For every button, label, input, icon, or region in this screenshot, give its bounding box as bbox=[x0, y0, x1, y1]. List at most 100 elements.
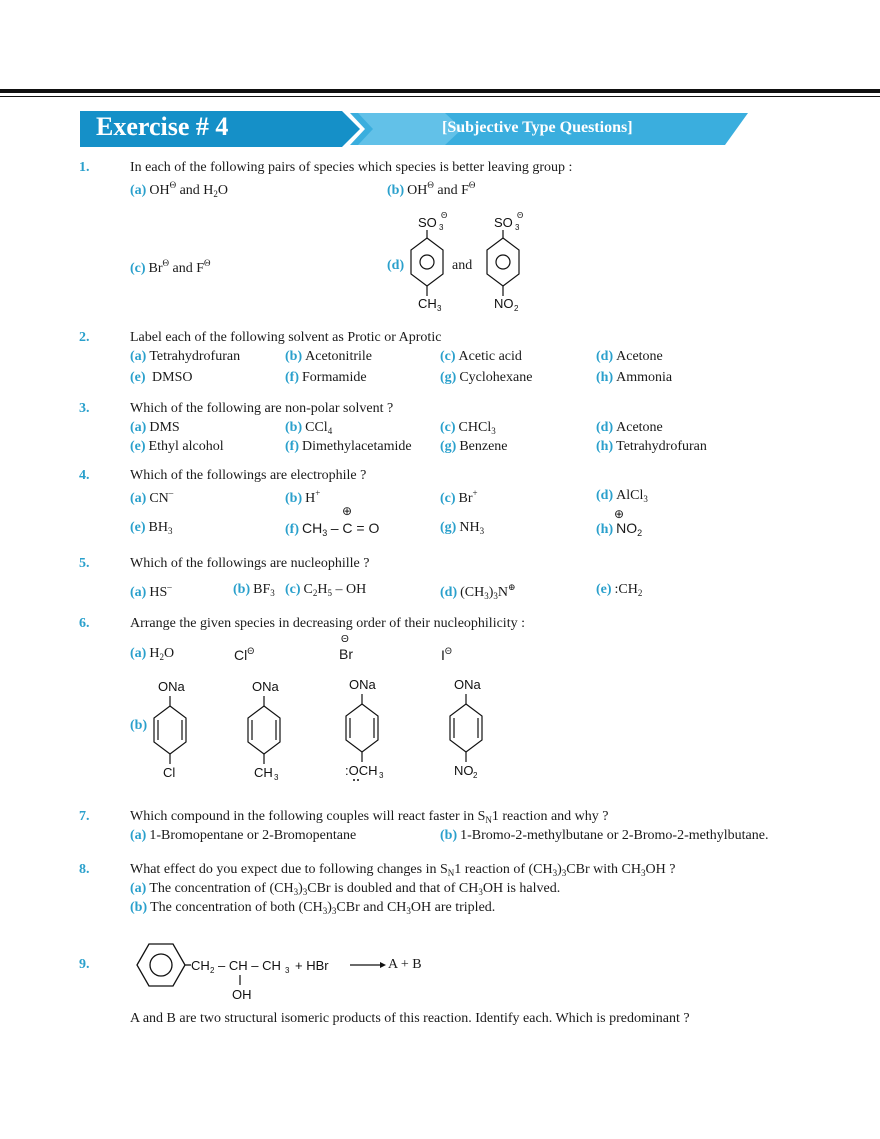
option-g: (g)NH3 bbox=[440, 520, 485, 536]
option-b: (b)BF3 bbox=[233, 582, 275, 598]
question-text: Label each of the following solvent as P… bbox=[130, 330, 442, 345]
option-e: (e)Ethyl alcohol bbox=[130, 439, 224, 454]
option-d-label: (d) bbox=[387, 258, 405, 273]
svg-text:3: 3 bbox=[379, 771, 384, 780]
option-f: (f)CH3 – C = O bbox=[285, 520, 380, 538]
svg-text:Θ: Θ bbox=[441, 211, 447, 220]
question-text: A and B are two structural isomeric prod… bbox=[130, 1011, 690, 1026]
svg-text:ONa: ONa bbox=[158, 679, 186, 694]
option-d: (d)Acetone bbox=[596, 349, 663, 364]
question-text: Which of the following are non-polar sol… bbox=[130, 401, 394, 416]
svg-text:NO: NO bbox=[454, 763, 474, 778]
p-methylphenoxide-structure: ONa CH 3 bbox=[247, 679, 281, 782]
question-number: 1. bbox=[79, 160, 90, 175]
benzene-ring bbox=[136, 943, 186, 987]
svg-text::OCH: :OCH bbox=[345, 763, 378, 778]
option-c: (c)CHCl3 bbox=[440, 420, 496, 436]
p-nitrophenoxide-structure: ONa NO 2 bbox=[449, 677, 483, 780]
acylium-charge: ⊕ bbox=[342, 504, 353, 518]
nitrobenzenesulfonate-structure: SO 3 Θ NO 2 bbox=[486, 211, 523, 313]
option-g: (g)Benzene bbox=[440, 439, 508, 454]
svg-text:CH: CH bbox=[418, 296, 437, 311]
option-a: (a)CN– bbox=[130, 488, 174, 506]
iodide-ion: IΘ bbox=[441, 646, 452, 663]
option-h: (h)NO2 bbox=[596, 520, 643, 538]
svg-text:Θ: Θ bbox=[517, 211, 523, 220]
option-f: (f)Formamide bbox=[285, 370, 367, 385]
svg-text:CH: CH bbox=[191, 958, 210, 973]
p-chlorophenoxide-structure: ONa Cl bbox=[153, 679, 187, 780]
option-d-and: and bbox=[452, 258, 473, 273]
option-c: (c)BrΘ and FΘ bbox=[130, 258, 211, 276]
option-c: (c)C2H5 – OH bbox=[285, 582, 367, 598]
question-text: Which compound in the following couples … bbox=[130, 809, 609, 825]
option-a: (a)OHΘ and H2O bbox=[130, 180, 229, 199]
option-a: (a)1-Bromopentane or 2-Bromopentane bbox=[130, 828, 357, 843]
nitronium-charge: ⊕ bbox=[614, 507, 625, 521]
option-a: (a)The concentration of (CH3)3CBr is dou… bbox=[130, 881, 561, 897]
top-rule-thin bbox=[0, 96, 880, 97]
svg-text:ONa: ONa bbox=[454, 677, 482, 692]
question-number: 8. bbox=[79, 862, 90, 877]
bromide-ion: Br bbox=[339, 646, 353, 662]
option-e: (e) DMSO bbox=[130, 370, 193, 385]
svg-text:Cl: Cl bbox=[163, 765, 175, 780]
question-number: 2. bbox=[79, 330, 90, 345]
svg-text:– CH – CH: – CH – CH bbox=[218, 958, 281, 973]
svg-text:3: 3 bbox=[515, 223, 520, 232]
option-f: (f)Dimethylacetamide bbox=[285, 439, 412, 454]
option-a: (a)HS– bbox=[130, 582, 172, 600]
option-b-label: (b) bbox=[130, 718, 148, 733]
phenoxide-structures: ONa Cl ONa CH 3 ONa :OCH 3 ONa NO bbox=[153, 677, 483, 782]
benzene-sulfonate-structures: SO 3 Θ CH 3 SO 3 Θ NO 2 bbox=[410, 211, 523, 313]
svg-text:2: 2 bbox=[210, 966, 215, 975]
question-number: 6. bbox=[79, 616, 90, 631]
option-g: (g)Cyclohexane bbox=[440, 370, 533, 385]
question-number: 4. bbox=[79, 468, 90, 483]
question-text: Arrange the given species in decreasing … bbox=[130, 616, 525, 631]
question-text: Which of the followings are electrophile… bbox=[130, 468, 367, 483]
svg-text:SO: SO bbox=[494, 215, 513, 230]
option-b: (b)1-Bromo-2-methylbutane or 2-Bromo-2-m… bbox=[440, 828, 769, 843]
svg-text:ONa: ONa bbox=[349, 677, 377, 692]
exercise-banner: Exercise # 4 [Subjective Type Questions] bbox=[80, 111, 750, 147]
svg-text:NO: NO bbox=[494, 296, 514, 311]
option-a: (a)H2O bbox=[130, 646, 175, 662]
page-title: Exercise # 4 bbox=[96, 112, 229, 141]
question-number: 3. bbox=[79, 401, 90, 416]
svg-text:3: 3 bbox=[274, 773, 279, 782]
reaction-scheme: CH 2 – CH – CH 3 + HBr OH bbox=[136, 943, 386, 1002]
svg-text:3: 3 bbox=[439, 223, 444, 232]
top-rule-thick bbox=[0, 89, 880, 93]
chloride-ion: ClΘ bbox=[234, 646, 255, 663]
svg-text:+ HBr: + HBr bbox=[295, 958, 329, 973]
option-e: (e)BH3 bbox=[130, 520, 173, 536]
p-methoxyphenoxide-structure: ONa :OCH 3 bbox=[345, 677, 384, 781]
svg-text:CH: CH bbox=[254, 765, 273, 780]
option-c: (c)Br+ bbox=[440, 488, 478, 506]
question-text: In each of the following pairs of specie… bbox=[130, 160, 573, 175]
svg-text:2: 2 bbox=[473, 771, 478, 780]
question-number: 9. bbox=[79, 957, 90, 972]
svg-text:3: 3 bbox=[285, 966, 290, 975]
option-b: (b)Acetonitrile bbox=[285, 349, 372, 364]
banner-shape bbox=[80, 111, 748, 147]
option-a: (a)Tetrahydrofuran bbox=[130, 349, 241, 364]
question-text: Which of the followings are nucleophille… bbox=[130, 556, 370, 571]
svg-text:OH: OH bbox=[232, 987, 252, 1002]
svg-text:SO: SO bbox=[418, 215, 437, 230]
option-b: (b)OHΘ and FΘ bbox=[387, 180, 476, 198]
question-number: 5. bbox=[79, 556, 90, 571]
option-e: (e):CH2 bbox=[596, 582, 643, 598]
option-h: (h)Ammonia bbox=[596, 370, 673, 385]
option-b: (b)CCl4 bbox=[285, 420, 333, 436]
svg-text:3: 3 bbox=[437, 304, 442, 313]
svg-text:ONa: ONa bbox=[252, 679, 280, 694]
svg-text:2: 2 bbox=[514, 304, 519, 313]
question-number: 7. bbox=[79, 809, 90, 824]
option-d: (d)Acetone bbox=[596, 420, 663, 435]
option-d: (d)(CH3)3N⊕ bbox=[440, 582, 516, 601]
option-h: (h)Tetrahydrofuran bbox=[596, 439, 707, 454]
option-c: (c)Acetic acid bbox=[440, 349, 522, 364]
page-subtitle: [Subjective Type Questions] bbox=[442, 119, 633, 136]
